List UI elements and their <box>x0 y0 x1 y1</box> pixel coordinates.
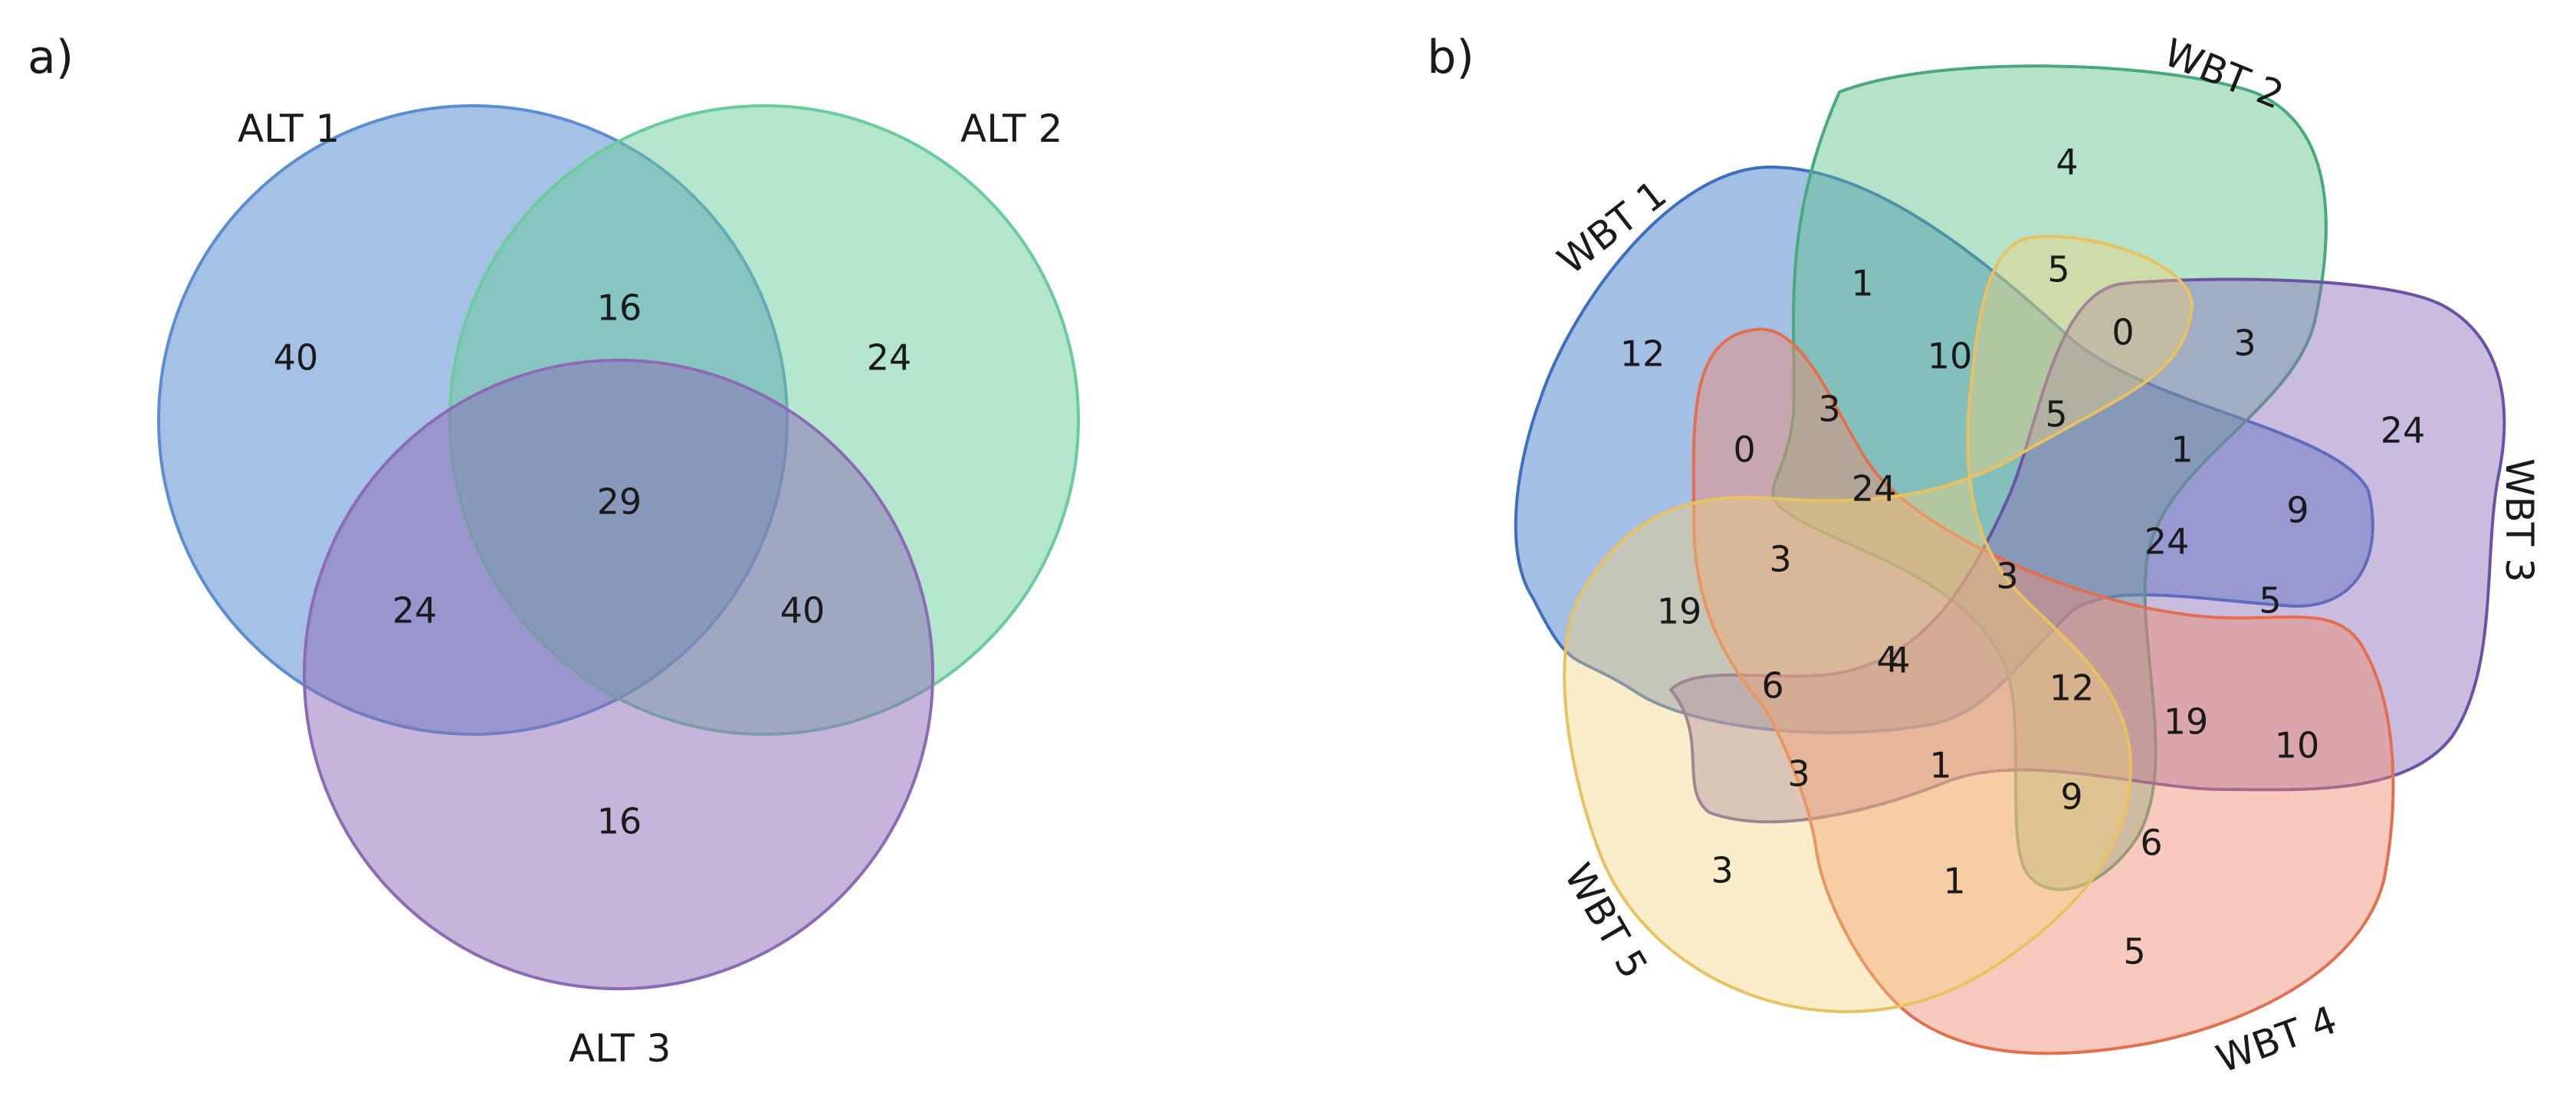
alt3-circle <box>303 359 934 990</box>
wbt-region-count: 1 <box>1851 263 1873 304</box>
wbt4-shape <box>1692 327 2395 1055</box>
wbt-region-count: 24 <box>2144 521 2190 563</box>
alt1-label: ALT 1 <box>238 107 340 151</box>
wbt-region-count: 6 <box>1761 665 1784 707</box>
wbt-region-count: 9 <box>2060 776 2082 818</box>
wbt-region-count: 24 <box>1852 468 1897 510</box>
alt2-only-count: 24 <box>867 337 912 379</box>
wbt-region-count: 3 <box>1787 753 1810 795</box>
wbt2-shape <box>1771 64 2328 891</box>
wbt-region-count: 5 <box>2045 394 2067 435</box>
wbt-region-count: 10 <box>2275 725 2320 766</box>
wbt-region-count: 12 <box>1620 333 1665 375</box>
alt2-label: ALT 2 <box>960 107 1062 151</box>
panel-b: b) WBT 1 WBT 2 WBT 3 WBT 4 WBT 5 12 1 4 … <box>1427 30 2542 1081</box>
alt2-alt3-count: 40 <box>780 590 825 632</box>
wbt-region-count: 0 <box>2112 312 2134 353</box>
alt1-alt3-count: 24 <box>392 590 438 632</box>
wbt-region-count: 3 <box>1996 556 2018 597</box>
wbt-region-count: 5 <box>2047 249 2069 290</box>
wbt-region-count: 0 <box>1733 429 1755 471</box>
wbt-region-count: 1 <box>2171 429 2193 471</box>
wbt5-shape <box>1563 235 2194 1014</box>
panel-a-label: a) <box>28 31 74 84</box>
wbt-region-count: 5 <box>2259 580 2281 622</box>
wbt-region-count: 24 <box>2381 410 2426 451</box>
wbt-region-count: 3 <box>1769 539 1791 580</box>
wbt-region-count: 4 <box>2056 142 2078 183</box>
alt3-only-count: 16 <box>597 801 642 842</box>
wbt-region-count: 4 <box>1876 639 1898 681</box>
wbt3-shape <box>1669 277 2506 824</box>
wbt-region-count: 10 <box>1928 336 1973 377</box>
wbt-region-count: 5 <box>2123 931 2145 973</box>
wbt-region-count: 9 <box>2286 490 2309 531</box>
panel-b-label: b) <box>1427 31 1475 84</box>
alt1-alt2-count: 16 <box>597 287 642 329</box>
wbt-region-count: 3 <box>1818 389 1840 430</box>
wbt-region-count: 3 <box>1711 850 1733 891</box>
wbt-region-count: 6 <box>2140 822 2162 864</box>
wbt3-label: WBT 3 <box>2497 458 2542 582</box>
wbt-region-count: 4 <box>1888 640 1910 681</box>
wbt-region-count: 1 <box>1929 745 1951 786</box>
wbt-region-count: 19 <box>2164 701 2209 743</box>
alt-all-count: 29 <box>597 481 642 523</box>
wbt-region-count: 3 <box>2233 323 2256 364</box>
panel-a: a) ALT 1 ALT 2 ALT 3 40 24 16 16 24 40 2… <box>28 31 1080 1071</box>
wbt-region-count: 19 <box>1657 591 1702 632</box>
alt1-only-count: 40 <box>274 337 319 379</box>
wbt-region-count: 12 <box>2049 668 2095 709</box>
wbt-region-count: 1 <box>1943 861 1965 902</box>
alt3-label: ALT 3 <box>569 1026 671 1071</box>
